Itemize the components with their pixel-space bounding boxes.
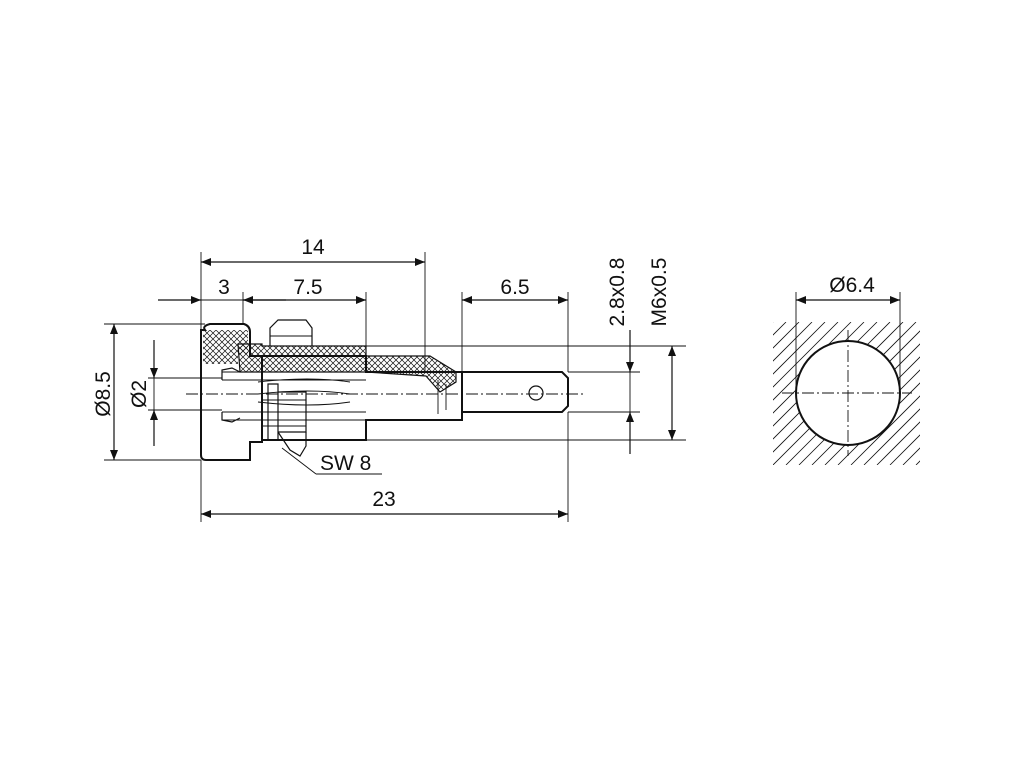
dim-label-sw8: SW 8 [320, 452, 371, 475]
dim-label-d2: Ø2 [128, 380, 151, 408]
dim-label-3: 3 [218, 276, 230, 299]
dim-label-23: 23 [372, 488, 395, 511]
dim-label-7-5: 7.5 [293, 276, 322, 299]
sleeve-hatch [237, 343, 457, 393]
body-outline [262, 355, 463, 441]
nut-top [269, 319, 313, 346]
solder-tab [462, 371, 569, 413]
tab-hole [528, 385, 544, 401]
dimensions-side: 14 3 7.5 6.5 23 Ø8.5 Ø2 2.8x0.8 [92, 236, 686, 522]
dim-label-6-5: 6.5 [500, 276, 529, 299]
sw8-leader [281, 447, 317, 475]
dim-label-m6: M6x0.5 [648, 258, 671, 327]
flange-cap [200, 323, 263, 461]
flange-hatch [203, 330, 248, 364]
panel-cutout-view: Ø6.4 [773, 274, 920, 465]
socket-side-view [186, 319, 584, 461]
dim-label-d8-5: Ø8.5 [92, 371, 115, 417]
dim-label-2-8x0-8: 2.8x0.8 [606, 258, 629, 327]
dim-label-14: 14 [301, 236, 325, 259]
dim-label-d6-4: Ø6.4 [829, 274, 875, 297]
